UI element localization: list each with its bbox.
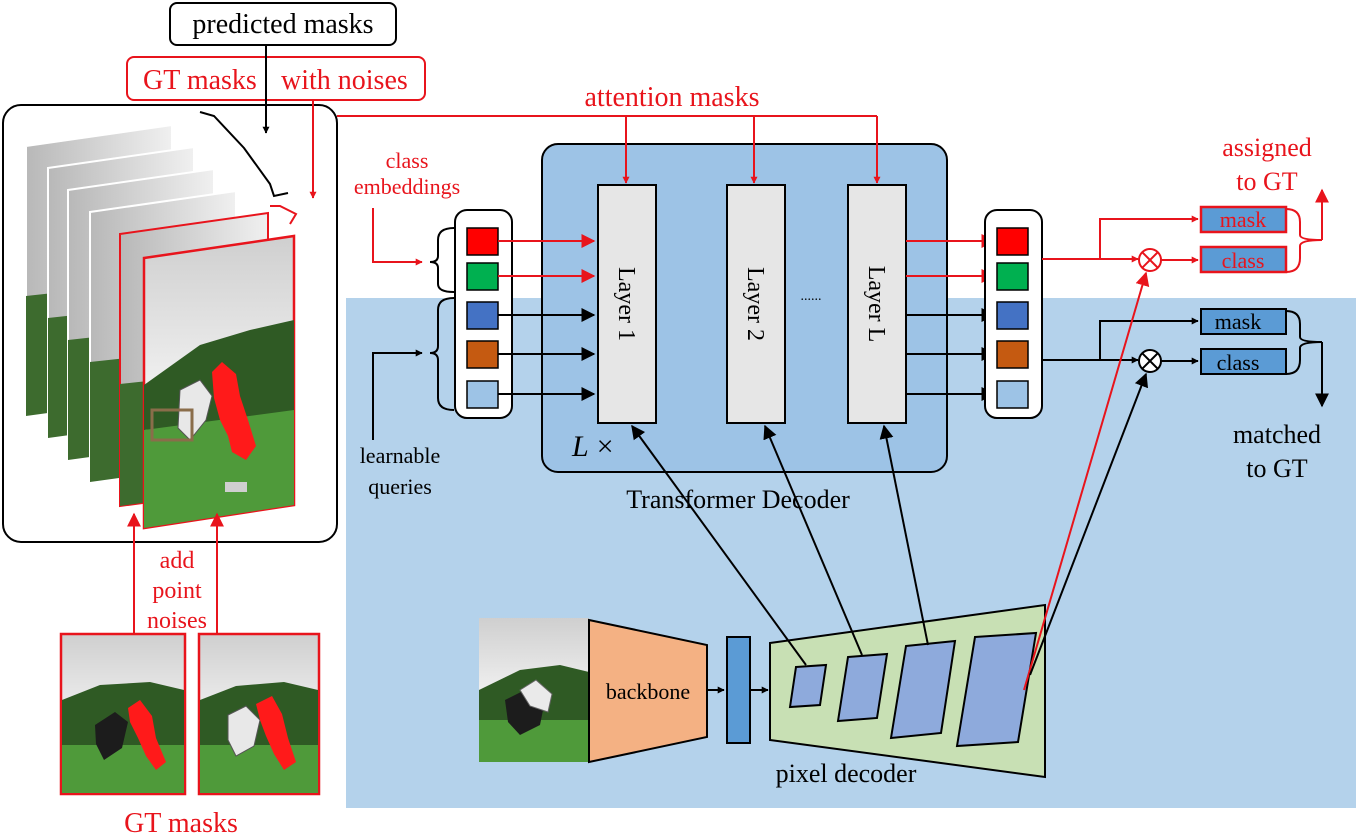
layer-L-label: Layer L <box>863 266 889 343</box>
query-green-input <box>466 262 499 291</box>
with-noises-label: with noises <box>281 65 408 96</box>
assigned-to-mask-arrow <box>1099 215 1199 259</box>
matched-label-2: to GT <box>1246 454 1308 483</box>
class-embeddings-brace <box>429 227 455 293</box>
query-orange-input <box>466 340 499 369</box>
assigned-multiply-x2 <box>1141 251 1159 269</box>
query-lightblue-input <box>466 380 499 409</box>
learnable-queries-arrow <box>372 349 423 440</box>
feature2-to-layer2 <box>763 424 863 656</box>
query-blue-input <box>466 301 499 330</box>
matched-to-mask-arrow <box>1099 317 1199 360</box>
learnable-queries-label-2: queries <box>368 474 432 499</box>
backbone-label: backbone <box>606 679 690 704</box>
matched-label-1: matched <box>1233 420 1321 449</box>
layer-L-box <box>847 184 907 424</box>
feature4-to-matched-times <box>1029 372 1149 676</box>
predicted-masks-box <box>169 2 397 46</box>
query-red-input <box>466 227 499 256</box>
pixel-decoder-label: pixel decoder <box>776 759 917 788</box>
predicted-masks-label: predicted masks <box>192 9 373 40</box>
gt-noise-box <box>126 56 426 101</box>
matched-class-label: class <box>1217 350 1260 375</box>
query-green-output <box>996 262 1029 291</box>
class-embeddings-label-1: class <box>386 148 429 173</box>
class-embeddings-label-2: embeddings <box>354 174 460 199</box>
layer-2-box <box>726 184 786 424</box>
assigned-mask-label: mask <box>1220 207 1266 232</box>
layer-1-box <box>597 184 657 424</box>
layer-2-label: Layer 2 <box>742 267 768 341</box>
feature-map-1 <box>788 663 828 709</box>
assigned-label-2: to GT <box>1236 167 1298 196</box>
add-noise-label-2: point <box>152 578 202 604</box>
learnable-queries-label-1: learnable <box>360 443 441 468</box>
input-image <box>479 618 589 762</box>
query-orange-output <box>996 340 1029 369</box>
assigned-label-1: assigned <box>1222 133 1312 162</box>
assigned-class-box <box>1199 245 1288 274</box>
layer-dots: ...... <box>801 289 822 304</box>
feature-map-2 <box>836 652 889 723</box>
gt-mask-image-1 <box>59 632 187 796</box>
backbone-shape <box>588 618 708 764</box>
add-noise-label-3: noises <box>147 608 207 634</box>
assigned-brace <box>1285 208 1323 273</box>
gt-masks-label: GT masks <box>143 65 257 96</box>
query-red-output <box>996 227 1029 256</box>
matched-mask-box <box>1200 308 1287 335</box>
matched-multiply-x2 <box>1141 352 1159 370</box>
feature1-to-layer1 <box>631 424 807 666</box>
matched-mask-label: mask <box>1215 309 1261 334</box>
gt-bracket <box>270 205 298 225</box>
predicted-mask-stack <box>25 123 296 530</box>
add-noise-label-1: add <box>160 548 195 574</box>
front-noised-mask-image <box>142 234 296 530</box>
noise-label-bg <box>140 548 214 632</box>
assigned-mask-box <box>1199 205 1288 234</box>
feature3-to-layerL <box>879 424 929 646</box>
gt-mask-image-2 <box>197 632 321 796</box>
query-lightblue-output <box>996 380 1029 409</box>
backbone-feature-bar <box>726 636 751 744</box>
gt-masks-bottom-label: GT masks <box>124 808 238 836</box>
layer-1-label: Layer 1 <box>613 267 639 341</box>
feature-map-3 <box>889 639 957 740</box>
attention-masks-label: attention masks <box>585 82 760 113</box>
query-blue-output <box>996 301 1029 330</box>
assigned-class-label: class <box>1222 248 1265 273</box>
matched-class-box <box>1200 348 1287 375</box>
class-embeddings-arrow <box>372 208 423 266</box>
transformer-decoder-label: Transformer Decoder <box>626 485 850 514</box>
learnable-queries-brace <box>429 297 455 411</box>
feature4-to-assigned-times <box>1023 271 1150 691</box>
feature-map-4 <box>955 631 1038 748</box>
l-times-label: L × <box>571 430 615 463</box>
predicted-bracket <box>199 111 289 198</box>
